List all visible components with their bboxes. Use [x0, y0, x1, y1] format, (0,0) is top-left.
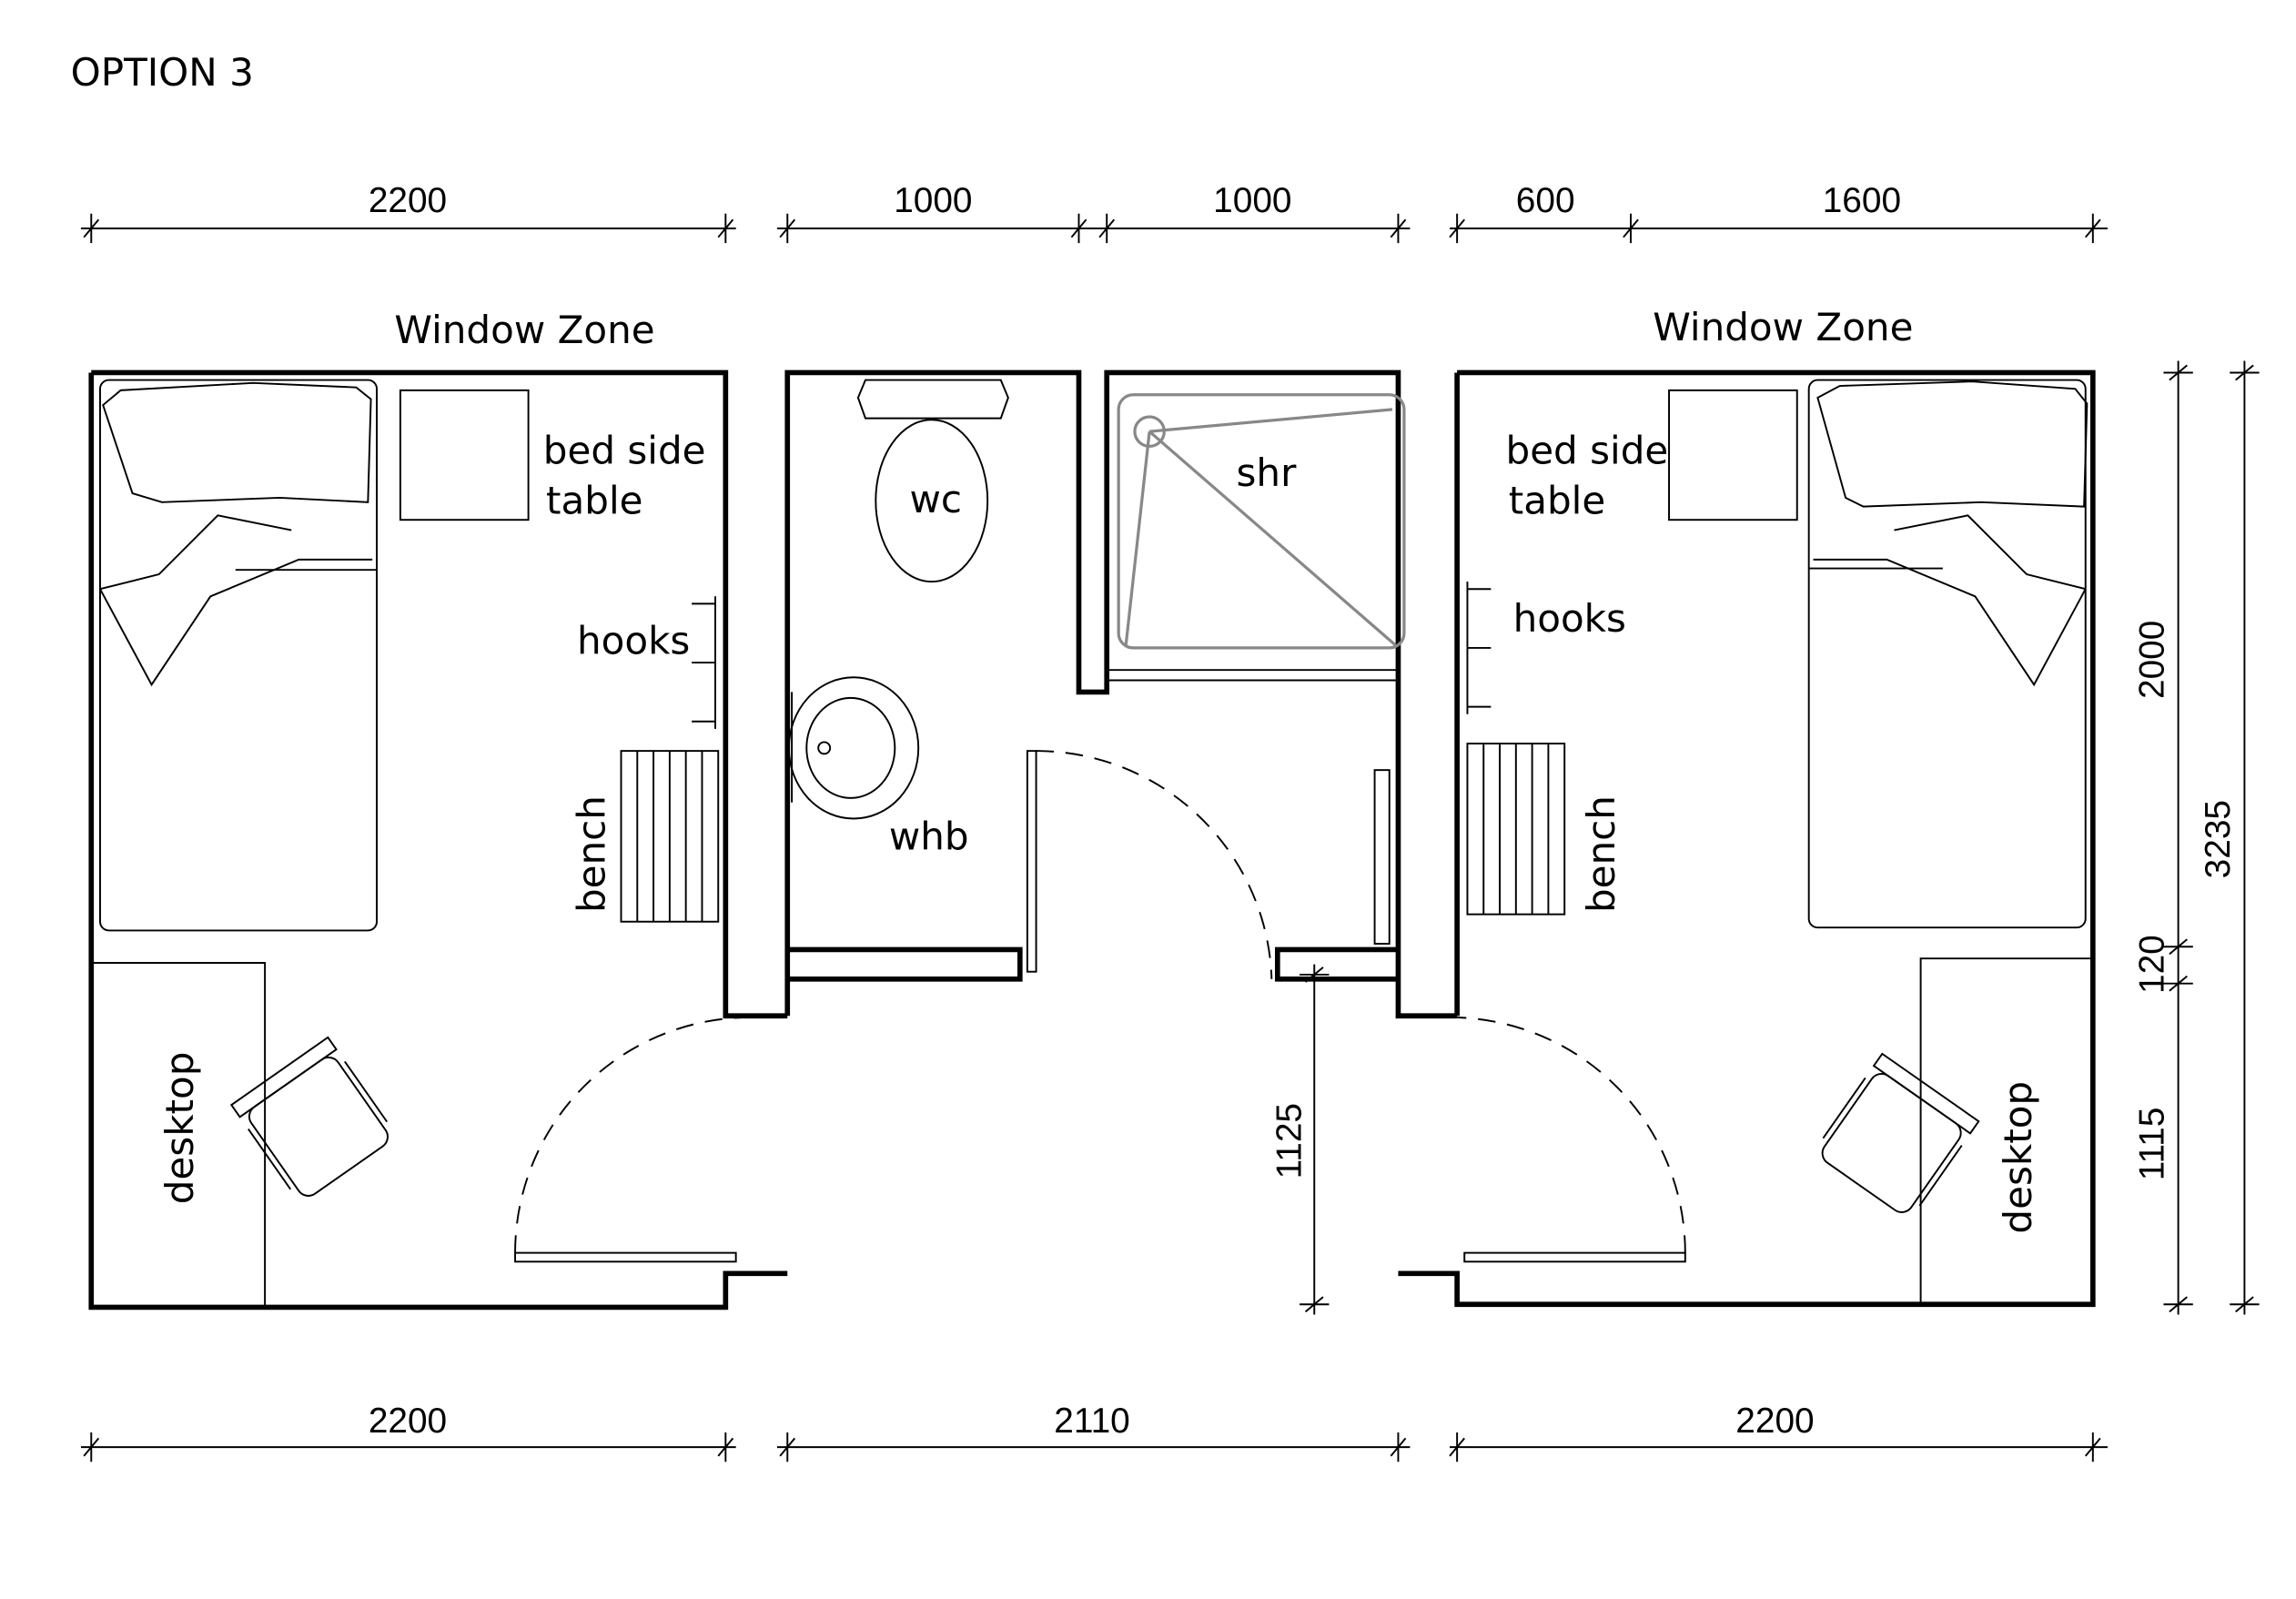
bed-side-table-right [1668, 389, 1798, 521]
dim-bottom-middle: 2110 [1054, 1402, 1129, 1441]
bottom-dimension-line [80, 1432, 2108, 1462]
hooks-right [1466, 582, 1492, 714]
bench-right [1466, 743, 1566, 916]
right-dimension-lines [1300, 360, 2260, 1315]
hooks-right-label: hooks [1513, 596, 1626, 641]
desk-left [91, 962, 267, 1308]
bench-left [620, 750, 720, 923]
bed-side-table-left-label-2: table [546, 479, 643, 523]
chair-right [1821, 1052, 1980, 1213]
bed-side-table-right-label-2: table [1509, 479, 1606, 523]
dim-top-shower: 1000 [1213, 181, 1291, 220]
dim-top-wc: 1000 [894, 181, 972, 220]
door-left-room [514, 1016, 751, 1263]
dim-right-120: 120 [2132, 935, 2171, 994]
bed-side-table-right-label-1: bed side [1506, 429, 1669, 473]
shower [1107, 393, 1406, 945]
chair-left [229, 1036, 389, 1197]
door-right-room [1450, 1016, 1686, 1263]
hooks-left-label: hooks [577, 618, 690, 663]
dim-bottom-left: 2200 [369, 1402, 447, 1441]
walls [88, 369, 2096, 1311]
bed-right [1807, 379, 2089, 929]
desktop-right-label: desktop [1996, 1081, 2040, 1234]
bed-side-table-left [399, 389, 530, 521]
dim-corridor-1125: 1125 [1270, 1103, 1310, 1179]
desk-right [1919, 957, 2093, 1305]
shr-label: shr [1237, 450, 1298, 495]
dim-right-3235: 3235 [2199, 800, 2238, 878]
dim-right-2000: 2000 [2132, 621, 2171, 699]
bed-left [99, 379, 379, 932]
bench-right-label: bench [1579, 795, 1623, 913]
wash-hand-basin [787, 676, 920, 820]
dim-top-1600: 1600 [1823, 181, 1901, 220]
window-zone-left-label: Window Zone [394, 308, 654, 352]
dim-right-1115: 1115 [2132, 1108, 2171, 1181]
window-zone-right-label: Window Zone [1653, 305, 1913, 349]
dim-top-room-left: 2200 [369, 181, 447, 220]
desktop-left-label: desktop [157, 1052, 202, 1205]
hooks-left [692, 596, 716, 729]
wc-toilet [856, 379, 1009, 583]
top-dimension-line [80, 213, 2108, 244]
dim-bottom-right: 2200 [1735, 1402, 1814, 1441]
bed-side-table-left-label-1: bed side [543, 429, 706, 473]
plan-title: OPTION 3 [71, 50, 254, 95]
door-bathroom [1026, 750, 1273, 979]
whb-label: whb [889, 814, 969, 858]
bench-left-label: bench [570, 795, 614, 913]
wc-label: wc [909, 477, 962, 521]
dim-top-600: 600 [1516, 181, 1575, 220]
